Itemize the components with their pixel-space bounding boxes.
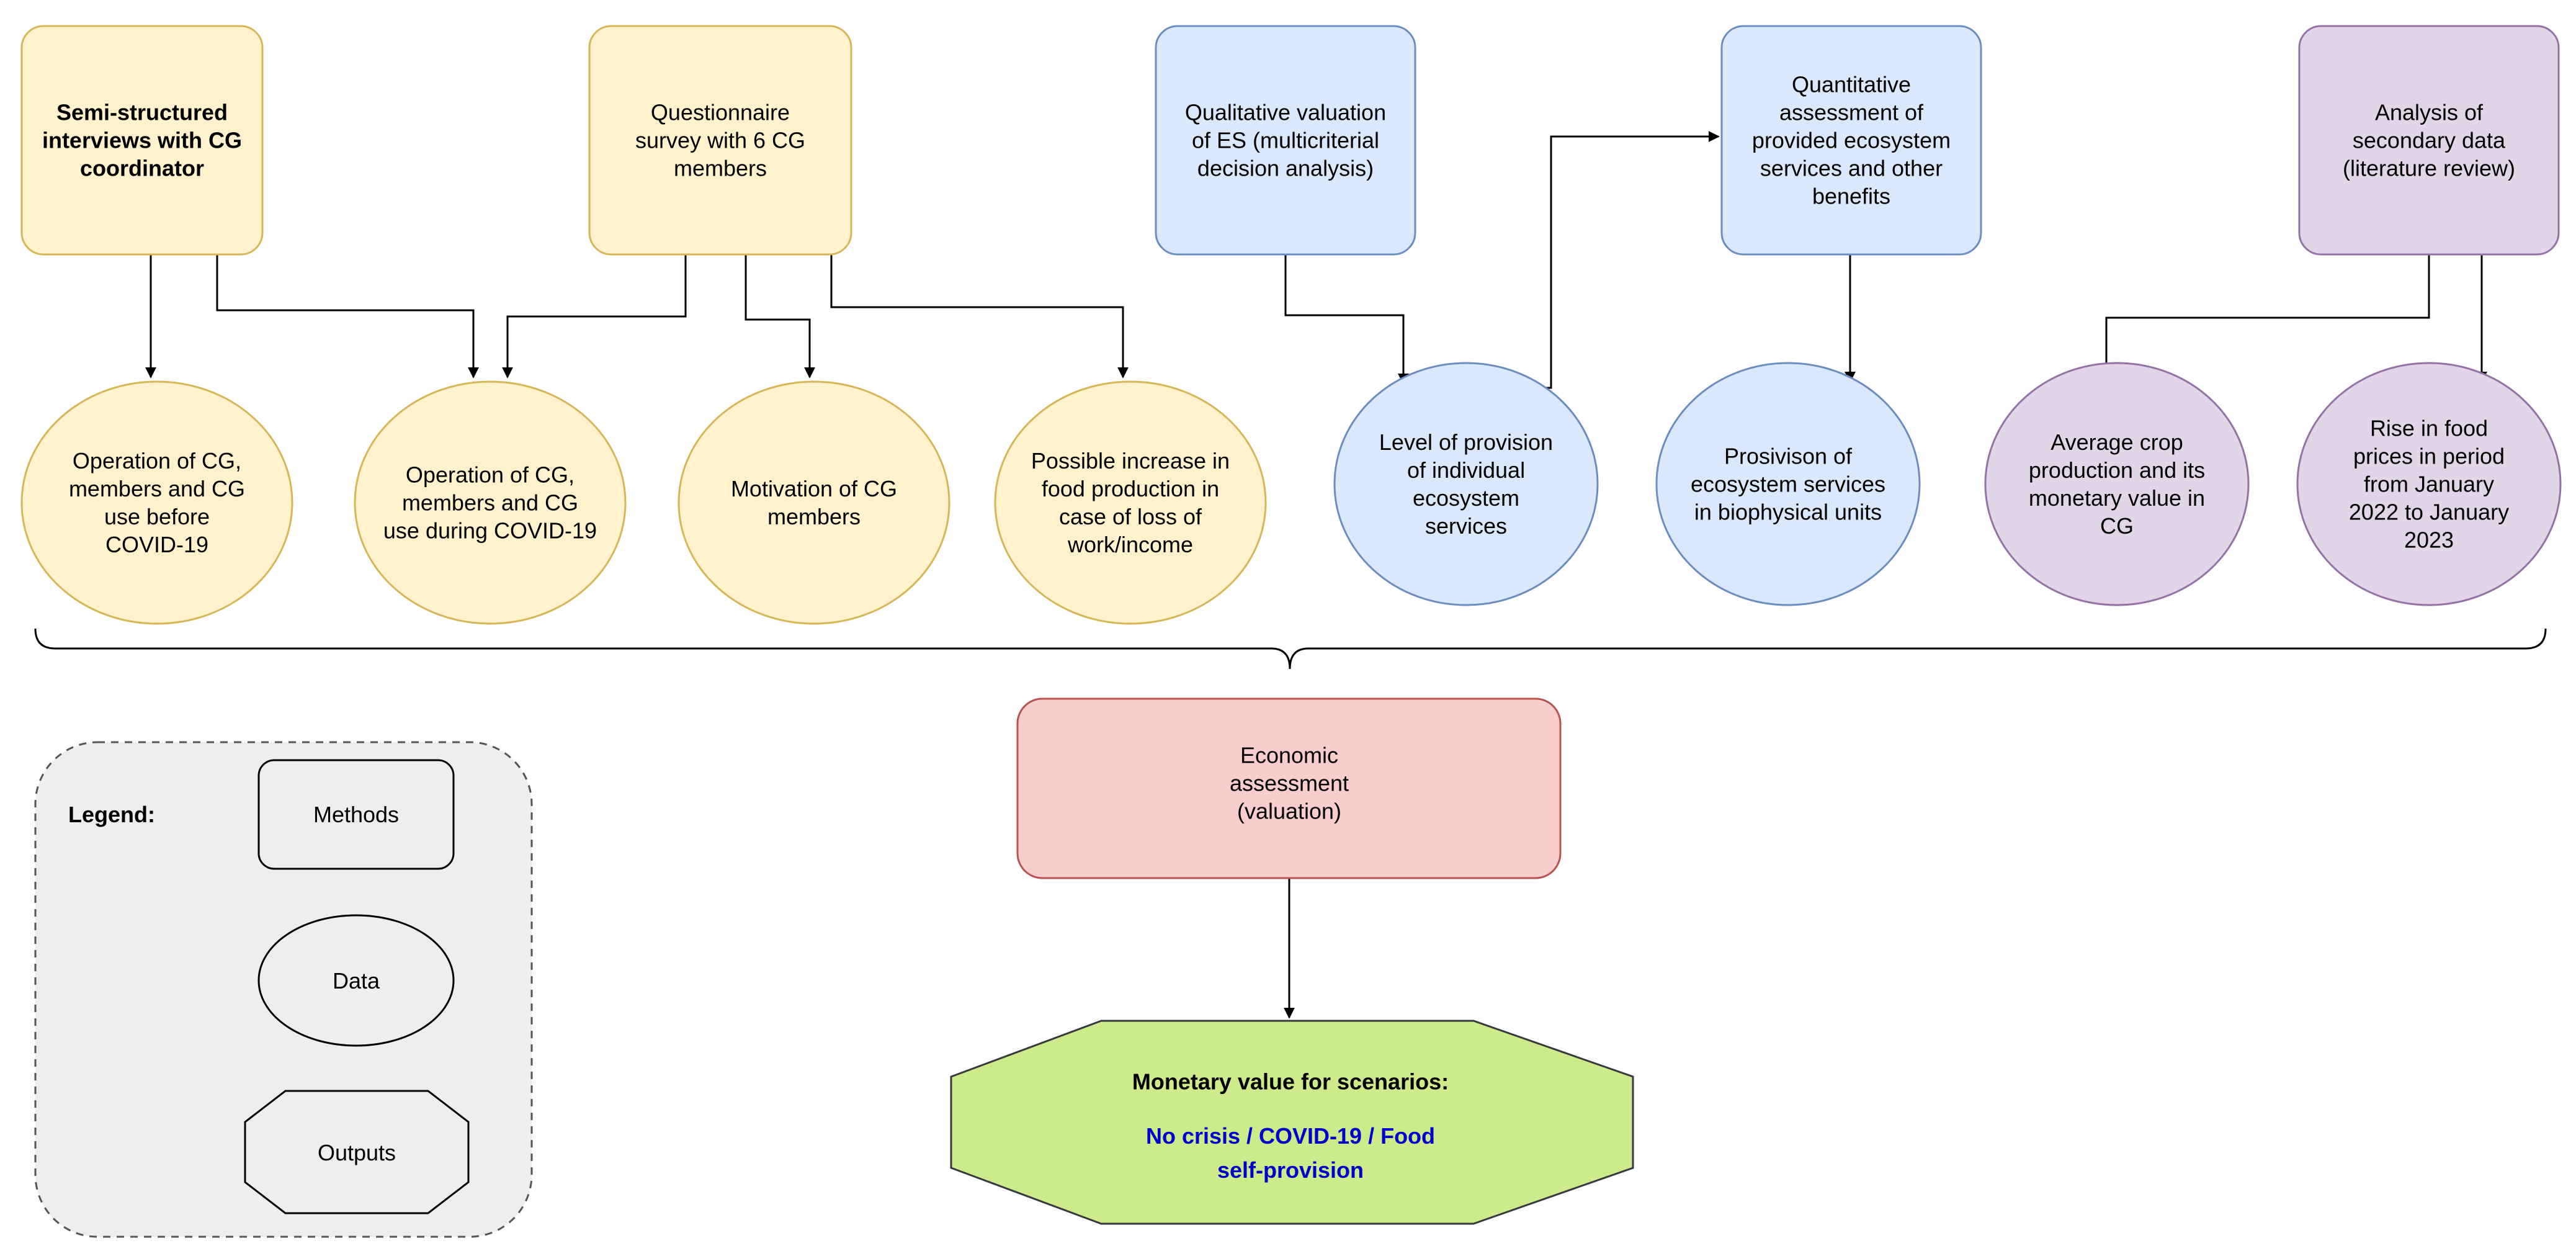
arrow-secondary-to-avgcrop bbox=[2101, 254, 2430, 383]
legend: Legend: Methods Data Outputs bbox=[34, 741, 533, 1238]
arrow-qualitative-to-level bbox=[1284, 254, 1409, 385]
legend-data-swatch: Data bbox=[257, 914, 455, 1047]
arrow-quest-to-motivation bbox=[745, 254, 815, 379]
legend-title: Legend: bbox=[68, 802, 155, 827]
legend-methods-swatch: Methods bbox=[257, 759, 455, 870]
legend-data-label: Data bbox=[333, 968, 380, 994]
legend-outputs-label: Outputs bbox=[318, 1140, 396, 1165]
legend-outputs-swatch: Outputs bbox=[244, 1090, 470, 1214]
output-title: Monetary value for scenarios: bbox=[1132, 1069, 1449, 1094]
output-scenarios: Monetary value for scenarios: No crisis … bbox=[950, 1020, 1634, 1225]
legend-methods-label: Methods bbox=[313, 802, 399, 827]
arrow-level-to-quantitative bbox=[1511, 131, 1720, 389]
grouping-brace bbox=[34, 628, 2547, 670]
arrow-quest-to-during bbox=[502, 254, 687, 379]
arrow-quest-to-food-increase bbox=[830, 254, 1129, 379]
arrow-semi-to-during bbox=[216, 254, 479, 379]
